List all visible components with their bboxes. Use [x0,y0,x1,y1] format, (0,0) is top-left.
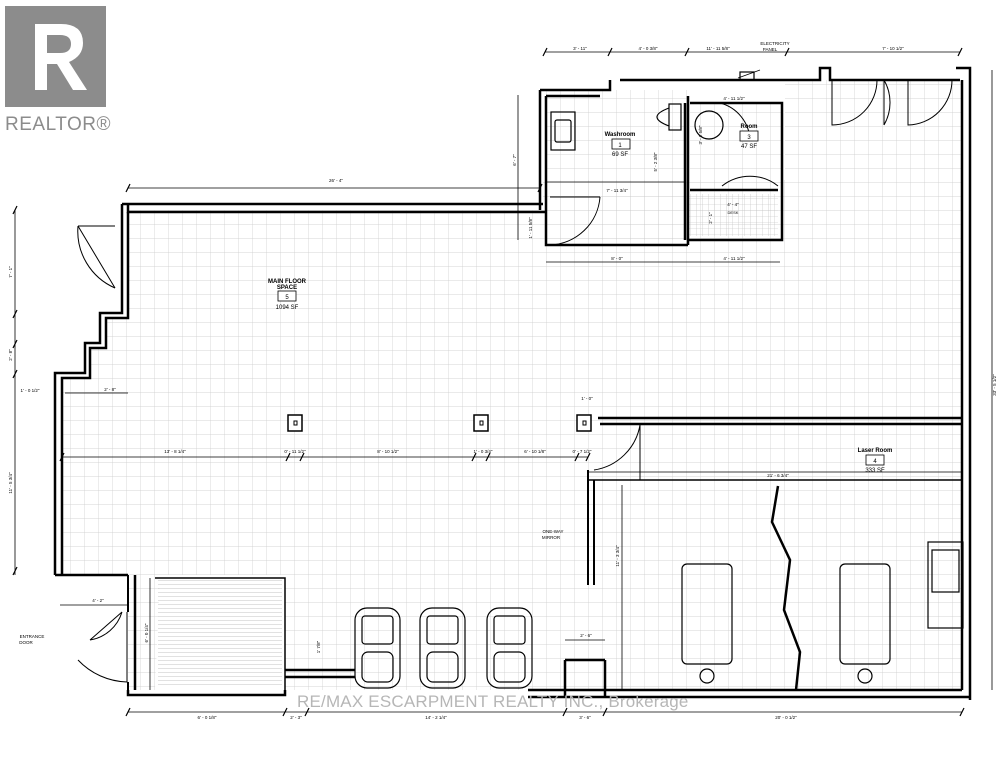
realtor-logo: REALTOR® [5,6,111,135]
dimension-ticks [12,47,965,717]
electricity-panel-label-2: PANEL [763,47,778,52]
dim-col-row-6: 0' - 7 1/2" [573,449,592,454]
dim-stub-small: 1' 7/8" [316,640,321,653]
dim-entrance-width: 4' - 2" [92,598,104,603]
dim-top-2: 4' - 0 3/8" [639,46,658,51]
walls [53,66,972,700]
room-area: 47 SF [741,144,757,150]
dim-room-bottom: 4' - 11 1/2" [723,256,745,261]
dim-step-width: 2' - 8" [104,387,116,392]
laser-room-area: 333 SF [865,468,885,474]
entrance-door-label-1: ENTRANCE [20,634,45,639]
dim-closet-width: 4' - 4" [727,202,739,207]
dim-top-1: 3' - 11" [573,46,587,51]
brokerage-watermark: RE/MAX ESCARPMENT REALTY INC., Brokerage [297,692,689,711]
dim-room-height: 3' - 2 5/8" [698,125,703,144]
dim-wash-height: 6' - 7" [512,154,517,166]
dim-left-3: 1' - 0 1/2" [21,388,40,393]
dim-bottom-3: 14' - 2 1/4" [425,715,447,720]
dim-wash-bottom: 8' - 0" [611,256,623,261]
main-room-number: 5 [285,295,289,301]
realtor-logo-text: REALTOR® [5,114,111,135]
dim-upper-wall: 26' - 4" [329,178,343,183]
floor-fill [62,80,962,690]
main-room-name-line2: SPACE [277,285,297,291]
dim-col-row-5: 6' - 10 1/8" [524,449,546,454]
dim-entrance-height: 6' - 0 1/4" [144,623,149,642]
dim-corridor-top: 7' - 11 3/4" [606,188,628,193]
dim-laser-height: 11' - 3 3/4" [615,545,620,567]
main-room-name-line1: MAIN FLOOR [268,279,307,285]
dim-col-row-2: 0' - 11 1/2" [284,449,306,454]
dim-col-row-4: 1' - 0 3/4" [474,449,493,454]
dim-top-3: 11' - 11 5/8" [706,46,730,51]
dimension-lines [14,51,993,713]
dim-bottom-5: 20' - 0 1/2" [775,715,797,720]
entrance-door-label-2: DOOR [19,640,33,645]
dim-left-2: 2' - 8" [8,349,13,361]
dim-col-row-3: 8' - 10 1/2" [377,449,399,454]
dim-wash-inner-height: 5' - 2 3/8" [653,152,658,171]
washroom-area: 69 SF [612,152,628,158]
washroom-number: 1 [618,143,622,149]
dim-col-row-1: 13' - 8 1/4" [164,449,186,454]
desk-label: DESK [728,210,739,215]
dim-room-width: 4' - 11 1/2" [723,96,745,101]
room-name: Room [741,124,758,130]
dim-bottom-2: 2' - 3" [290,715,302,720]
realtor-logo-mark [5,6,106,107]
electricity-panel-label-1: ELECTRICITY [760,41,789,46]
laser-room-number: 4 [873,459,877,465]
main-room-area: 1094 SF [276,305,299,311]
columns [287,414,592,432]
dim-stub-bottom: 2' - 6" [580,633,592,638]
dim-stub-height: 1' - 11 5/8" [528,217,533,239]
fixtures [354,69,964,691]
washroom-name: Washroom [605,132,636,138]
dim-right-height: 33' - 5 1/2" [992,374,997,396]
dim-closet-height: 2' - 1" [708,212,713,224]
dim-left-1: 7' - 1" [8,266,13,278]
dim-bottom-1: 6' - 0 1/8" [198,715,217,720]
dim-laser-width: 21' - 6 3/4" [767,473,789,478]
dim-left-4: 11' - 5 3/4" [8,472,13,494]
dim-column-size: 1' - 0" [581,396,593,401]
room-tags [277,130,885,466]
dim-bottom-4: 3' - 6" [579,715,591,720]
laser-room-name: Laser Room [858,448,893,454]
doors [77,79,953,683]
room-number: 3 [747,135,751,141]
dim-top-4: 7' - 10 1/2" [882,46,904,51]
one-way-mirror-label-1: ONE-WAY [543,529,564,534]
one-way-mirror-label-2: MIRROR [542,535,561,540]
